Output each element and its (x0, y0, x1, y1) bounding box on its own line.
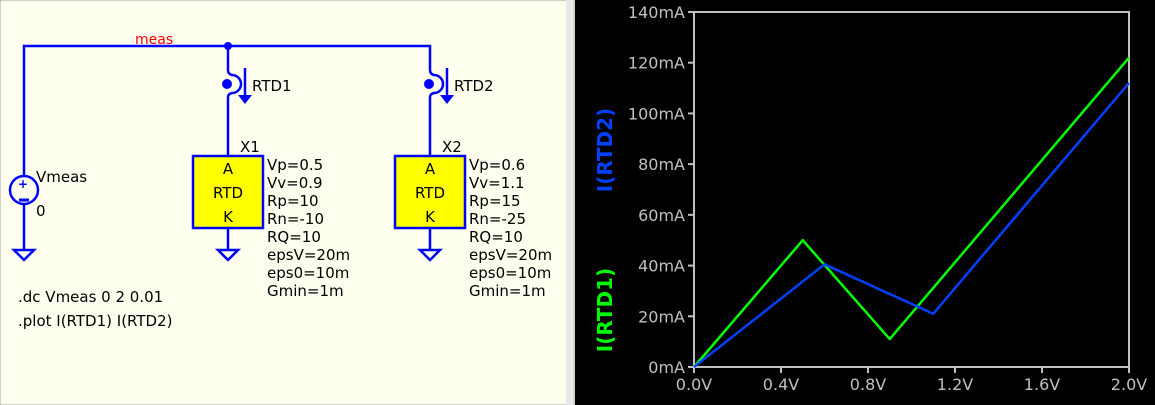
y-tick-label: 100mA (628, 104, 685, 123)
y-tick-label: 40mA (638, 257, 685, 276)
current-probe-icon[interactable] (222, 68, 252, 104)
param: Rn=-10 (267, 210, 324, 228)
plot-background (575, 0, 1155, 405)
plot-directive[interactable]: .plot I(RTD1) I(RTD2) (18, 312, 172, 330)
pin-label: K (223, 208, 234, 226)
param: Vp=0.6 (469, 156, 525, 174)
voltage-source-icon[interactable]: + (8, 174, 40, 206)
param: Vv=1.1 (469, 174, 525, 192)
pin-label: A (223, 160, 234, 178)
dc-directive[interactable]: .dc Vmeas 0 2 0.01 (18, 288, 163, 306)
ground-icon (214, 248, 242, 262)
param: RQ=10 (469, 228, 523, 246)
ground-icon (10, 248, 38, 262)
y-tick-label: 0mA (648, 358, 685, 377)
param: Vv=0.9 (267, 174, 323, 192)
junction-dot (224, 42, 232, 50)
param: RQ=10 (267, 228, 321, 246)
y-tick-label: 120mA (628, 54, 685, 73)
param: epsV=20m (469, 246, 552, 264)
waveform-viewer[interactable]: 0mA 20mA 40mA 60mA 80mA 100mA 120mA 140mA 0.0V 0.… (575, 0, 1155, 405)
pin-label: RTD (415, 184, 445, 202)
rtd-component-x1[interactable]: X1 A RTD K (191, 138, 265, 230)
x2-params[interactable]: Vp=0.6 Vv=1.1 Rp=15 Rn=-25 RQ=10 epsV=20… (469, 156, 552, 300)
source-name[interactable]: Vmeas (36, 168, 87, 186)
param: eps0=10m (267, 264, 349, 282)
splitter[interactable] (566, 0, 573, 405)
pin-label: RTD (213, 184, 243, 202)
y-tick-label: 80mA (638, 155, 685, 174)
legend-rtd1[interactable]: I(RTD1) (593, 268, 617, 352)
x-tick-label: 0.0V (676, 375, 712, 394)
y-tick-label: 20mA (638, 307, 685, 326)
schematic-background (0, 0, 573, 405)
param: Vp=0.5 (267, 156, 323, 174)
trace-irtd1 (693, 56, 1130, 368)
param: Gmin=1m (469, 282, 546, 300)
pin-label: A (425, 160, 436, 178)
x-tick-label: 1.2V (937, 375, 973, 394)
x-tick-label: 1.6V (1024, 375, 1060, 394)
param: eps0=10m (469, 264, 551, 282)
source-value[interactable]: 0 (36, 202, 46, 220)
param: Rp=10 (267, 192, 319, 210)
ground-icon (416, 248, 444, 262)
component-ref: X2 (442, 138, 462, 156)
x1-params[interactable]: Vp=0.5 Vv=0.9 Rp=10 Rn=-10 RQ=10 epsV=20… (267, 156, 350, 300)
trace-irtd2 (693, 82, 1130, 368)
param: Gmin=1m (267, 282, 344, 300)
param: epsV=20m (267, 246, 350, 264)
plot-frame (693, 11, 1130, 368)
probe-label: RTD2 (454, 77, 494, 95)
net-label[interactable]: meas (135, 32, 173, 48)
svg-text:+: + (18, 177, 28, 191)
component-ref: X1 (240, 138, 260, 156)
x-tick-label: 2.0V (1111, 375, 1147, 394)
rtd-component-x2[interactable]: X2 A RTD K (393, 138, 467, 230)
pin-label: K (425, 208, 436, 226)
x-tick-label: 0.4V (763, 375, 799, 394)
current-probe-icon[interactable] (424, 68, 454, 104)
param: Rp=15 (469, 192, 521, 210)
y-tick-label: 60mA (638, 206, 685, 225)
legend-rtd2[interactable]: I(RTD2) (593, 108, 617, 192)
y-tick-label: 140mA (628, 3, 685, 22)
probe-label: RTD1 (252, 77, 292, 95)
param: Rn=-25 (469, 210, 526, 228)
x-tick-label: 0.8V (850, 375, 886, 394)
schematic-editor[interactable]: meas + Vmeas 0 RTD1 RTD2 X1 A RTD K Vp=0… (0, 0, 573, 405)
